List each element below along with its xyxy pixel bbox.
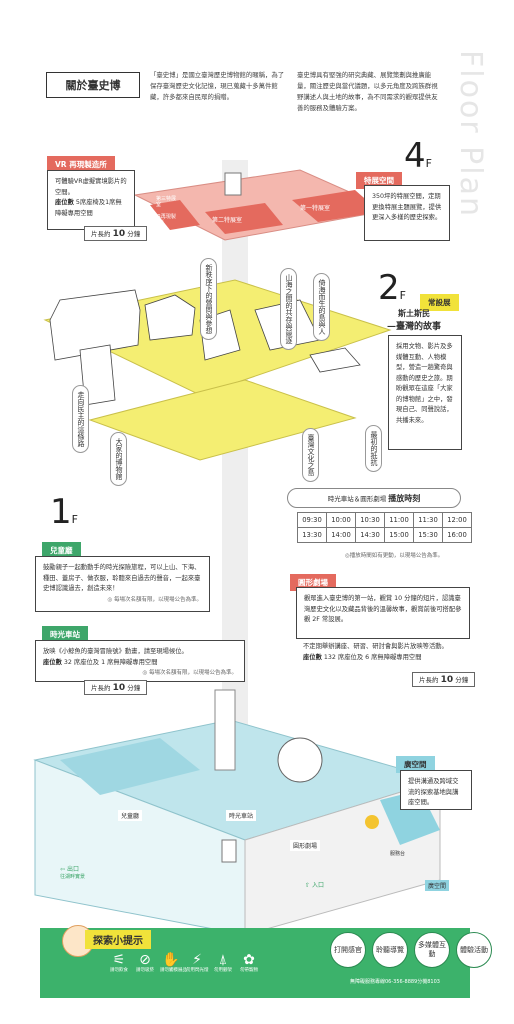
exit-arrow-icon: ⇦ [60,866,66,873]
no-food-icon: ⚟請勿飲食 [110,952,128,973]
theater-info-box: 觀眾進入臺史博的第一站，觀賞 10 分鐘的短片，認識臺灣歷史文化以及藏品背後的溫… [296,587,470,639]
activity-service[interactable]: 體驗活動 [456,932,492,968]
map-label-kids: 兒童廳 [118,810,143,821]
tips-icons: ⚟請勿飲食 ⊘請勿吸菸 ✋請勿觸摸展品 ⚡勿用閃光燈 ⍋勿用腳架 ✿勿帶寵物 [108,952,260,974]
zone-label-1: 新秩序下的營問與參想 [200,258,217,340]
map-label-station: 時光車站 [226,810,257,821]
room-special-3-shape [150,200,200,230]
hall-title-tag: 廣空間 [396,752,435,773]
special-info-box: 350坪的特展空間，定期更換特展主題展覽，提供更深入多樣的歷史探索。 [364,185,450,241]
kids-area-shape [60,738,200,795]
special-title-tag: 特展空間 [356,168,402,189]
temple-building [144,294,196,341]
media-service[interactable]: 多媒體互動 [414,932,450,968]
no-flash-icon: ⚡勿用閃光燈 [186,952,209,973]
station-tower [214,689,236,771]
kids-info-box: 鼓勵親子一起動動手的時光探險旅程，可以上山、下海、種田、蓋房子、做衣服，聆聽來自… [35,556,210,612]
theater-extra: 不定期舉辦講座、研習、研討會與影片放映等活動。 座位數 132 席座位及 6 席… [303,643,448,661]
zone-label-6: 臺灣文化之島 [302,428,319,482]
room-vr-label: VR再現製造所 [154,214,176,226]
zone-label-7: 最初的抵抗 [365,425,382,472]
accessibility-hotline: 無障礙服務專線06-356-8889分機8103 [350,979,440,985]
room-special-1-label: 第一特展室 [300,205,331,212]
schedule-note: ◎播放時間如有更動，以現場公告為準。 [345,553,444,559]
station-duration: 片長約 10 分鐘 [84,680,148,695]
map-entrance: ⇧ 入口 [305,882,324,889]
station-info-box: 放映《小鯨魚的臺灣冒險號》動畫，請至現場候位。 座位數 32 席座位及 1 席無… [35,640,245,682]
floor2-lower-slab [88,379,357,461]
tips-title: 探索小提示 [85,930,151,949]
theater-title-tag: 圓形劇場 [290,570,336,591]
no-tripod-icon: ⍋勿用腳架 [214,952,232,973]
regular-title: 斯土斯民 —臺灣的故事 [386,308,441,332]
intro-paragraph-1: 「臺史博」是國立臺灣歷史博物館的暱稱，為了保存臺灣歷史文化記憶，現已蒐藏十多萬件… [150,71,285,101]
regular-info-box: 採用文物、影片及多媒體互動、人物模型，營造一趟驚奇與感動的歷史之旅。期盼觀眾在這… [388,335,462,450]
vr-title-tag: VR 再現製造所 [47,152,115,173]
intro-paragraph-2: 臺史博具有堅強的研究典藏、展覽策劃與推廣能量，關注歷史與當代議題，以多元角度及跨… [297,71,438,112]
floor4-elevator [224,172,242,196]
room-special-2-shape [205,203,283,234]
no-touch-icon: ✋請勿觸摸展品 [160,952,187,973]
zone-label-2: 山海之間的共存與競逐 [280,268,297,350]
map-label-hall: 廣空間 [425,880,450,891]
zone-label-4: 走向民主的這條路 [72,385,89,453]
about-title: 關於臺史博 [46,72,140,98]
floor1-elevator [221,839,237,863]
regular-tag: 常設展 [420,290,459,311]
floor2-number: 2F [378,268,406,308]
floor-plan-heading: Floor Plan [453,50,488,218]
zone-label-3: 倚海而生的島與人 [313,273,330,341]
entrance-arrow-icon: ⇧ [305,882,311,889]
station-title-tag: 時光車站 [42,622,88,643]
service-circles: 打開感官 聆聽導覽 多媒體互動 體驗活動 [330,932,492,968]
map-lobby: 服務台 [390,851,406,857]
round-theater-shape [277,737,323,783]
schedule-title: 時光車站＆圓形劇場 播放時刻 [287,488,461,508]
no-smoking-icon: ⊘請勿吸菸 [136,952,154,973]
no-pets-icon: ✿勿帶寵物 [240,952,258,973]
exhibit-table [309,347,361,373]
map-label-theater: 圓形劇場 [290,840,321,851]
guide-service[interactable]: 聆聽導覽 [372,932,408,968]
vr-info-box: 可體驗VR虛擬實境影片的空間。 座位數 5席座椅及1席無障礙專用空間 [47,170,135,230]
kids-title-tag: 兒童廳 [42,538,81,559]
stamp-service[interactable]: 打開感官 [330,932,366,968]
hall-info-box: 提供溝通及跨域交流的探索基地與講座空間。 [400,770,472,810]
map-exit: ⇦ 出口往湖畔實景 [60,866,86,880]
zone-label-5: 大家的博物館 [110,432,127,486]
room-special-1-shape [292,190,380,222]
floor4-number: 4F [404,136,432,176]
room-special-2-label: 第二特展室 [212,217,243,224]
floor1-number: 1F [50,492,78,532]
street-houses [49,289,141,361]
room-special-3-label: 第三特展室 [156,196,177,208]
info-point-icon [365,815,379,829]
theater-duration: 片長約 10 分鐘 [412,672,476,687]
vr-duration: 片長約 10 分鐘 [84,226,148,241]
